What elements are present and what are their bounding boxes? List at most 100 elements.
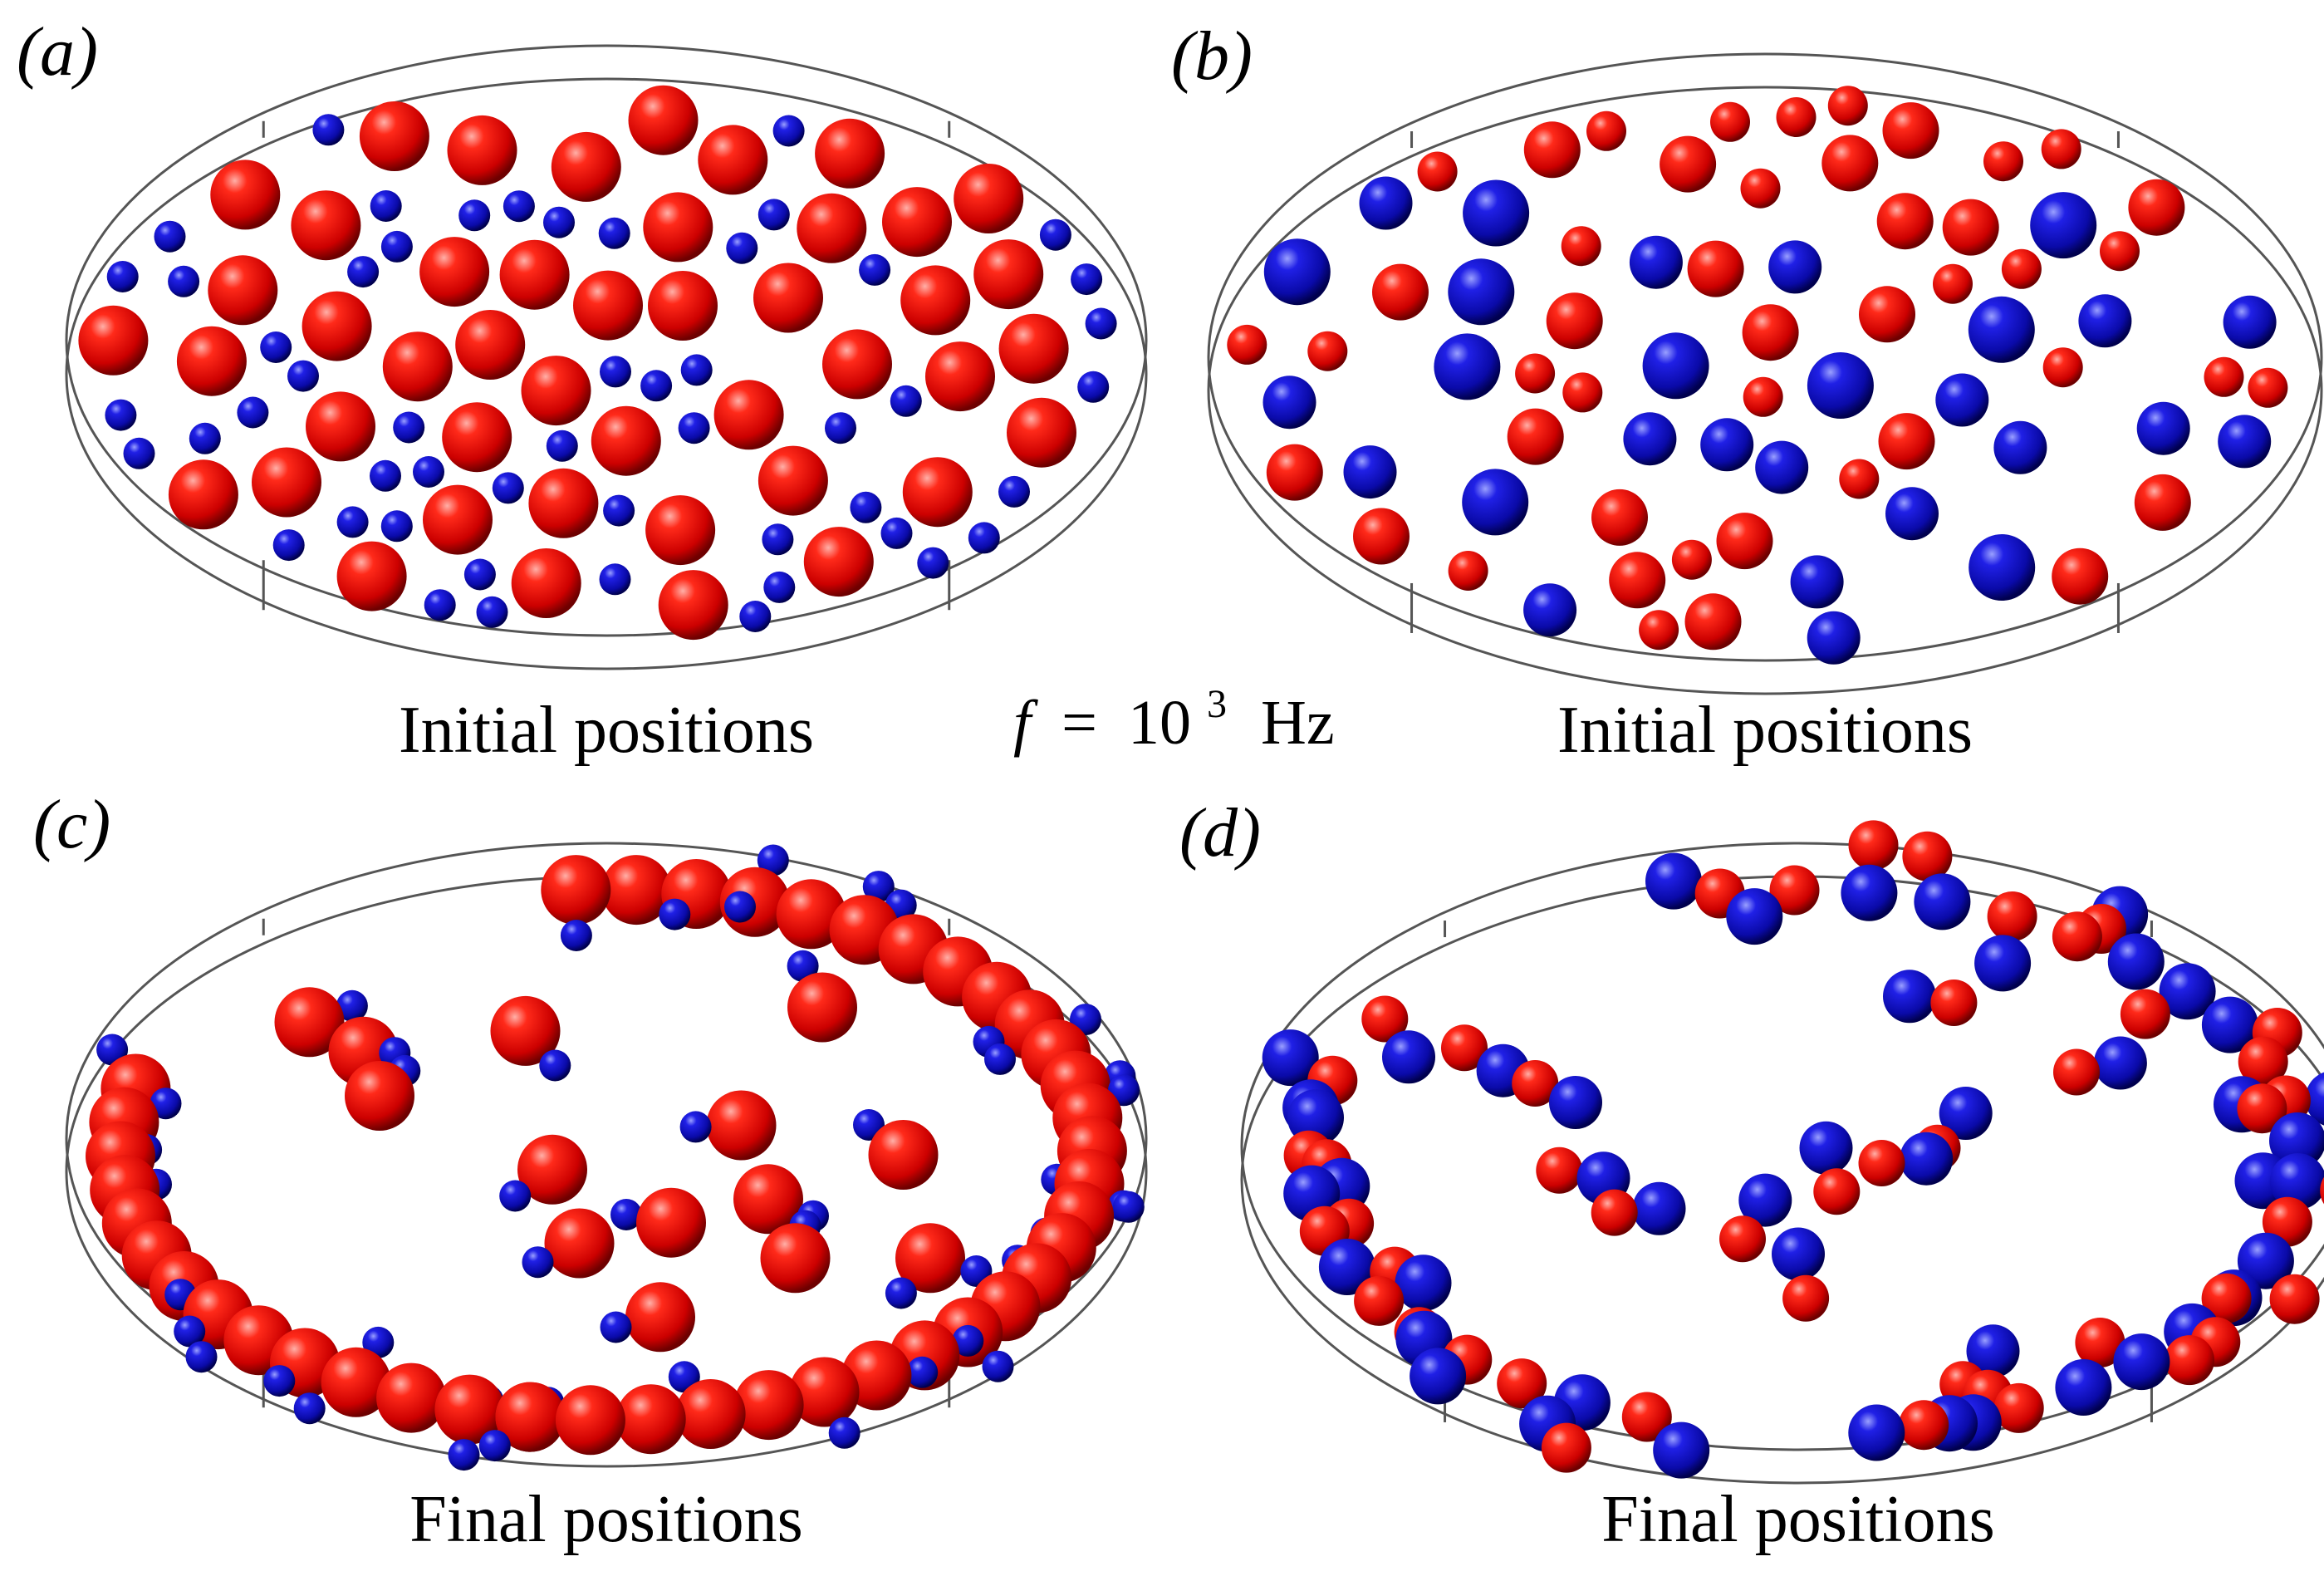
- blue-particle: [1434, 333, 1501, 400]
- red-particle: [2248, 367, 2288, 408]
- red-particle: [551, 131, 621, 202]
- red-particle: [1743, 376, 1783, 417]
- red-particle: [1441, 1024, 1488, 1072]
- red-particle: [490, 995, 561, 1066]
- red-particle: [1541, 1422, 1591, 1473]
- blue-particle: [237, 396, 269, 429]
- blue-particle: [1883, 970, 1936, 1024]
- red-particle: [2320, 1176, 2324, 1205]
- blue-particle: [890, 385, 922, 417]
- red-particle: [658, 570, 728, 641]
- red-particle: [1902, 831, 1953, 881]
- red-particle: [2237, 1083, 2287, 1134]
- blue-particle: [522, 1246, 554, 1279]
- red-particle: [541, 855, 611, 926]
- red-particle: [954, 164, 1024, 233]
- blue-particle: [1914, 873, 1971, 930]
- red-particle: [998, 313, 1069, 384]
- blue-particle: [1077, 371, 1110, 403]
- blue-particle: [499, 1180, 532, 1212]
- blue-particle: [185, 1341, 218, 1373]
- blue-particle: [1969, 534, 2036, 601]
- blue-particle: [968, 522, 1000, 554]
- blue-particle: [2093, 1036, 2147, 1090]
- red-particle: [495, 1382, 566, 1452]
- cell-rim-top: [1240, 842, 2324, 1451]
- blue-particle: [758, 199, 790, 231]
- blue-particle: [1768, 240, 1822, 294]
- blue-particle: [1772, 1227, 1825, 1281]
- blue-particle: [347, 256, 380, 288]
- blue-particle: [739, 601, 772, 632]
- frequency-unit: Hz: [1261, 688, 1335, 758]
- blue-particle: [2113, 1333, 2170, 1391]
- red-particle: [882, 187, 952, 258]
- red-particle: [1782, 1274, 1830, 1322]
- caption-a: Initial positions: [399, 694, 814, 767]
- red-particle: [776, 879, 846, 950]
- red-particle: [2128, 179, 2185, 236]
- blue-particle: [2305, 1072, 2324, 1126]
- blue-particle: [370, 190, 402, 222]
- blue-particle: [1993, 420, 2047, 474]
- red-particle: [2100, 231, 2140, 272]
- blue-particle: [2218, 415, 2272, 469]
- red-particle: [1536, 1146, 1583, 1194]
- red-particle: [1740, 168, 1781, 209]
- caption-c: Final positions: [409, 1483, 802, 1556]
- blue-particle: [154, 220, 186, 253]
- blue-particle: [413, 456, 444, 488]
- red-particle: [442, 402, 512, 473]
- particles-c: [86, 844, 1145, 1471]
- blue-particle: [600, 356, 631, 388]
- red-particle: [1523, 121, 1581, 179]
- red-particle: [1353, 508, 1410, 565]
- red-particle: [675, 1379, 746, 1449]
- frequency-symbol: f: [1013, 688, 1038, 758]
- red-particle: [1561, 226, 1601, 267]
- blue-particle: [150, 1088, 182, 1120]
- red-particle: [1609, 552, 1666, 609]
- red-particle: [2165, 1335, 2214, 1386]
- red-particle: [419, 237, 490, 307]
- red-particle: [345, 1061, 414, 1131]
- blue-particle: [1700, 418, 1754, 472]
- red-particle: [1776, 97, 1817, 137]
- blue-particle: [1900, 1132, 1954, 1186]
- blue-particle: [1382, 1030, 1435, 1084]
- red-particle: [2134, 474, 2191, 531]
- blue-particle: [424, 589, 456, 621]
- red-particle: [2053, 1048, 2100, 1096]
- blue-particle: [1939, 1087, 1993, 1140]
- blue-particle: [1885, 487, 1939, 541]
- red-particle: [1684, 593, 1742, 651]
- blue-particle: [1807, 352, 1874, 419]
- red-particle: [1497, 1358, 1547, 1409]
- red-particle: [1227, 324, 1267, 365]
- blue-particle: [1395, 1254, 1452, 1312]
- frequency-label: f = 10 3 Hz: [1013, 661, 1335, 758]
- red-particle: [1307, 331, 1348, 371]
- blue-particle: [1448, 258, 1515, 326]
- blue-particle: [478, 1430, 511, 1462]
- red-particle: [1007, 397, 1076, 468]
- red-particle: [733, 1370, 804, 1441]
- red-particle: [1507, 408, 1564, 465]
- blue-particle: [1359, 176, 1413, 230]
- blue-particle: [336, 989, 368, 1022]
- blue-particle: [1112, 1191, 1145, 1223]
- cell-rim-bottom: [65, 77, 1148, 670]
- panel-c: (c) Final positions: [33, 786, 1148, 1556]
- blue-particle: [850, 491, 882, 523]
- red-particle: [713, 380, 784, 450]
- red-particle: [973, 239, 1044, 310]
- blue-particle: [105, 399, 137, 431]
- red-particle: [1639, 610, 1679, 651]
- cell-outline-b: [1207, 52, 2323, 695]
- blue-particle: [1790, 555, 1844, 609]
- blue-particle: [1738, 1173, 1792, 1227]
- red-particle: [208, 255, 278, 326]
- red-particle: [521, 356, 591, 426]
- red-particle: [1361, 995, 1409, 1043]
- red-particle: [1372, 263, 1429, 321]
